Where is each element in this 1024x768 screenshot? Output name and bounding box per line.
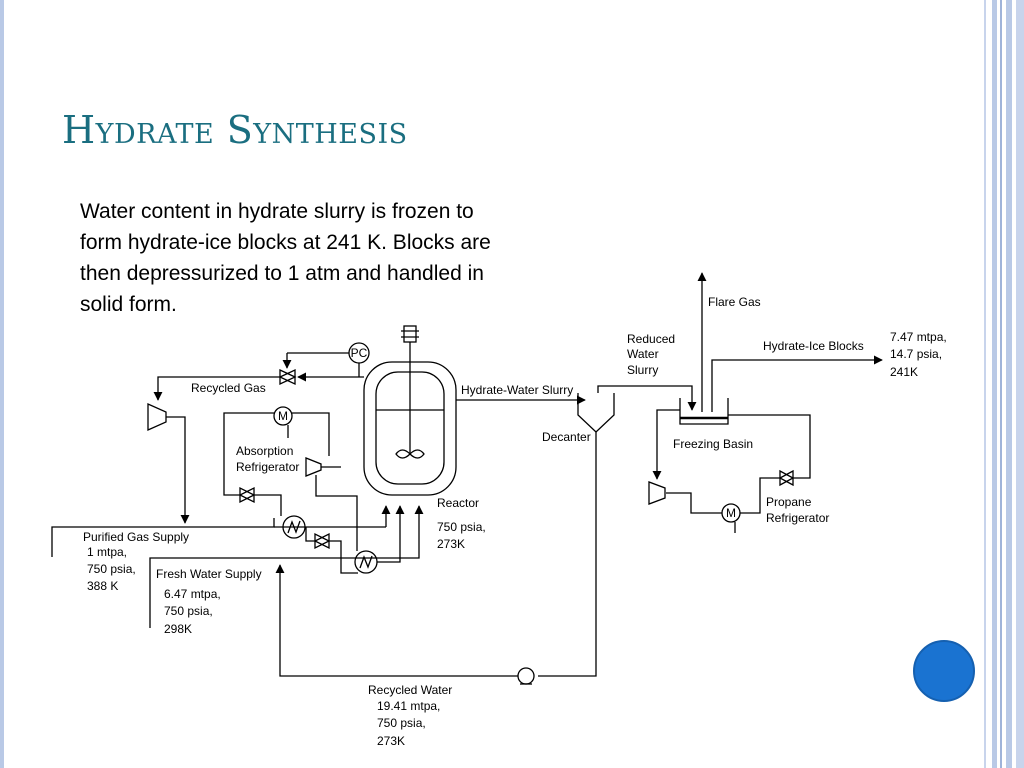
label-flare-gas: Flare Gas: [708, 295, 761, 309]
feed-valve-icon: [313, 532, 331, 550]
recycled-water-rate: 19.41 mtpa,: [377, 699, 440, 713]
expansion-valve-icon: [238, 486, 256, 504]
hydrate-ice-pressure: 14.7 psia,: [890, 347, 942, 361]
purified-gas-pressure: 750 psia,: [87, 562, 136, 576]
decanter-icon: [577, 393, 615, 433]
slide-accent-dot: [913, 640, 975, 702]
slide-title: Hydrate Synthesis: [62, 108, 408, 152]
slide-frame-left: [0, 0, 4, 768]
hydrate-ice-rate: 7.47 mtpa,: [890, 330, 947, 344]
slide-frame-right: [984, 0, 1024, 768]
recycle-compressor-icon: [147, 402, 167, 432]
hydrate-ice-temperature: 241K: [890, 365, 918, 379]
purified-gas-temperature: 388 K: [87, 579, 118, 593]
label-decanter: Decanter: [542, 430, 591, 444]
recycled-water-pressure: 750 psia,: [377, 716, 426, 730]
label-reduced-3: Slurry: [627, 363, 658, 377]
label-propane-2: Refrigerator: [766, 511, 829, 525]
fresh-water-temperature: 298K: [164, 622, 192, 636]
pc-tag: PC: [351, 346, 368, 360]
fresh-water-rate: 6.47 mtpa,: [164, 587, 221, 601]
label-recycled-water: Recycled Water: [368, 683, 452, 697]
slide-paragraph: Water content in hydrate slurry is froze…: [80, 200, 491, 316]
absorption-motor-icon: [273, 406, 293, 438]
absorption-motor-tag: M: [278, 409, 288, 423]
label-hydrate-water-slurry: Hydrate-Water Slurry: [461, 383, 573, 397]
heat-exchanger-1-icon: [282, 515, 306, 539]
reactor-temperature: 273K: [437, 537, 465, 551]
pressure-controller-icon: [282, 342, 370, 377]
label-reactor: Reactor: [437, 496, 479, 510]
propane-valve-icon: [778, 469, 795, 487]
label-absorption-1: Absorption: [236, 444, 293, 458]
reactor-pressure: 750 psia,: [437, 520, 486, 534]
label-hydrate-ice-blocks: Hydrate-Ice Blocks: [763, 339, 864, 353]
label-reduced-1: Reduced: [627, 332, 675, 346]
recycle-pump-icon: [517, 667, 535, 685]
propane-motor-tag: M: [726, 506, 736, 520]
heat-exchanger-2-icon: [354, 550, 378, 574]
fresh-water-pressure: 750 psia,: [164, 604, 213, 618]
label-recycled-gas: Recycled Gas: [191, 381, 266, 395]
absorption-compressor-icon: [305, 457, 322, 477]
label-propane-1: Propane: [766, 495, 812, 509]
agitator-motor-icon: [395, 325, 425, 459]
label-reduced-2: Water: [627, 347, 659, 361]
label-fresh-water-supply: Fresh Water Supply: [156, 567, 262, 581]
label-freezing-basin: Freezing Basin: [673, 437, 753, 451]
recycled-water-temperature: 273K: [377, 734, 405, 748]
propane-compressor-icon: [648, 481, 666, 505]
freezing-basin-icon: [679, 398, 729, 425]
purified-gas-rate: 1 mtpa,: [87, 545, 127, 559]
label-purified-gas-supply: Purified Gas Supply: [83, 530, 189, 544]
label-absorption-2: Refrigerator: [236, 460, 299, 474]
control-valve-icon: [278, 368, 297, 386]
